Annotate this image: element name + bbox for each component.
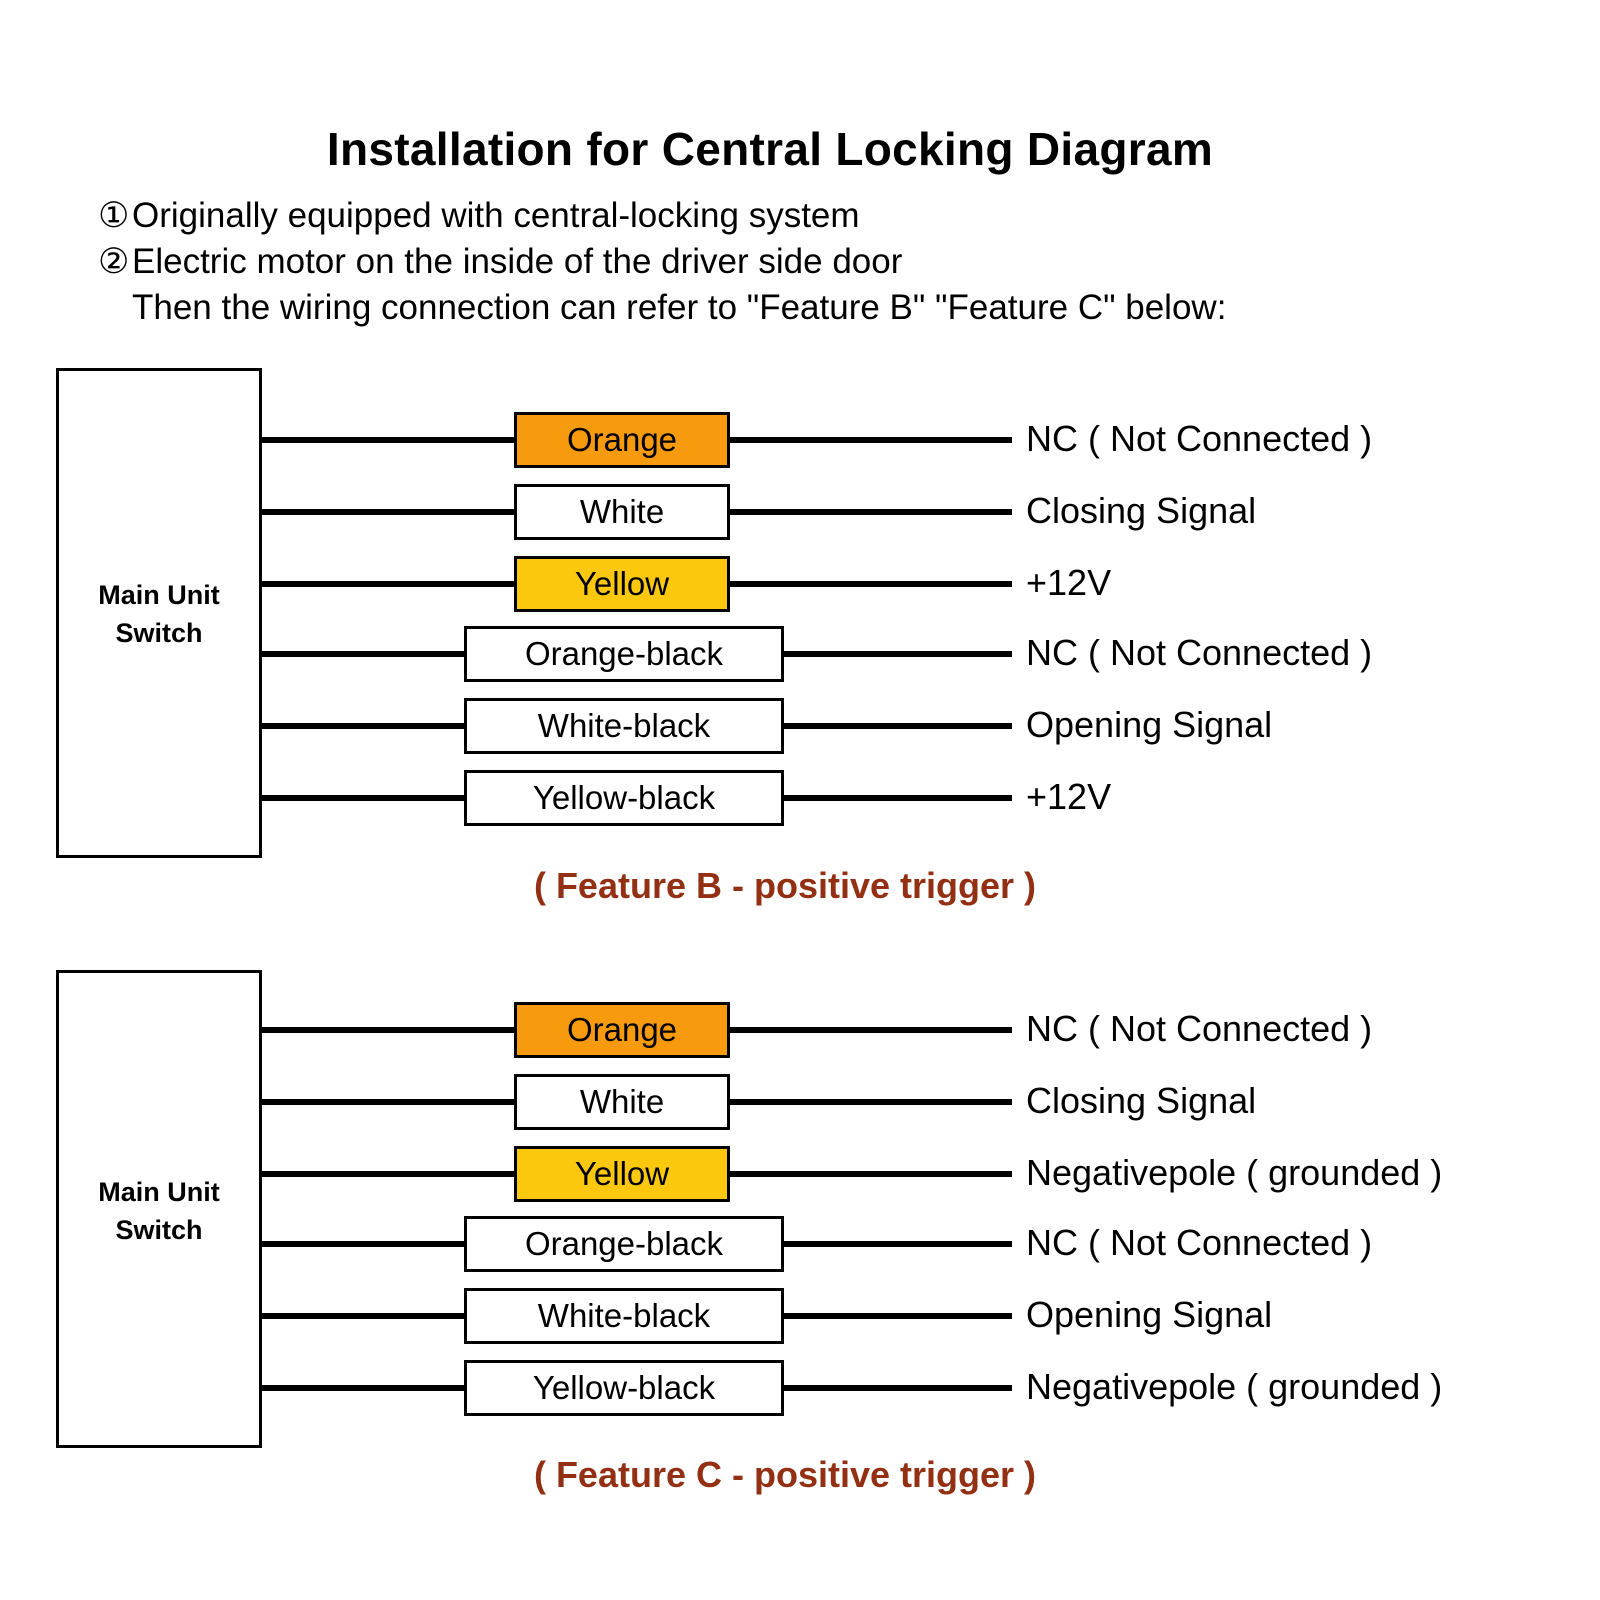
wire-label-orange-black: Orange-black <box>464 626 784 682</box>
note-marker: ① <box>98 196 130 235</box>
wire-function-label: Closing Signal <box>1026 490 1257 531</box>
wire-segment-right <box>781 1313 1012 1319</box>
wire-segment-right <box>727 581 1012 587</box>
wire-label-orange: Orange <box>514 412 730 468</box>
wire-segment-right <box>727 1099 1012 1105</box>
note-item: Then the wiring connection can refer to … <box>98 285 1226 331</box>
wire-label-white-black: White-black <box>464 698 784 754</box>
wire-function-label: Negativepole ( grounded ) <box>1026 1366 1443 1407</box>
wire-function-label: NC ( Not Connected ) <box>1026 632 1373 673</box>
wire-segment-left <box>262 509 517 515</box>
wire-function-label: Negativepole ( grounded ) <box>1026 1152 1443 1193</box>
wire-label-white-black: White-black <box>464 1288 784 1344</box>
wire-label-orange-black: Orange-black <box>464 1216 784 1272</box>
wire-function-label: Opening Signal <box>1026 704 1273 745</box>
wire-function-label: NC ( Not Connected ) <box>1026 1008 1373 1049</box>
wire-segment-right <box>727 509 1012 515</box>
wire-segment-right <box>781 795 1012 801</box>
wire-function-label: NC ( Not Connected ) <box>1026 418 1373 459</box>
wire-segment-left <box>262 581 517 587</box>
wire-function-label: +12V <box>1026 562 1112 603</box>
main-unit-label: Main Unit Switch <box>98 1177 220 1245</box>
wire-label-yellow-black: Yellow-black <box>464 1360 784 1416</box>
page-title: Installation for Central Locking Diagram <box>326 123 1214 175</box>
wire-segment-right <box>727 1027 1012 1033</box>
wire-label-yellow-black: Yellow-black <box>464 770 784 826</box>
wire-segment-left <box>262 437 517 443</box>
main-unit-box: Main Unit Switch <box>56 368 262 858</box>
wire-segment-left <box>262 1313 467 1319</box>
wire-label-yellow: Yellow <box>514 1146 730 1202</box>
wire-segment-right <box>781 1385 1012 1391</box>
wire-function-label: Opening Signal <box>1026 1294 1273 1335</box>
wire-label-orange: Orange <box>514 1002 730 1058</box>
wire-segment-right <box>781 651 1012 657</box>
wire-segment-left <box>262 1027 517 1033</box>
wire-label-yellow: Yellow <box>514 556 730 612</box>
wire-function-label: Closing Signal <box>1026 1080 1257 1121</box>
main-unit-label: Main Unit Switch <box>98 580 220 648</box>
wire-segment-left <box>262 1385 467 1391</box>
wire-segment-right <box>781 1241 1012 1247</box>
wire-function-label: NC ( Not Connected ) <box>1026 1222 1373 1263</box>
wire-segment-left <box>262 723 467 729</box>
note-text: Electric motor on the inside of the driv… <box>132 242 903 281</box>
wire-segment-right <box>781 723 1012 729</box>
wire-function-label: +12V <box>1026 776 1112 817</box>
wire-segment-left <box>262 1241 467 1247</box>
wire-label-white: White <box>514 484 730 540</box>
note-text: Then the wiring connection can refer to … <box>132 288 1227 327</box>
wire-segment-left <box>262 1171 517 1177</box>
note-item: ①Originally equipped with central-lockin… <box>98 193 1226 239</box>
note-text: Originally equipped with central-locking… <box>132 196 860 235</box>
wire-segment-right <box>727 1171 1012 1177</box>
wire-segment-right <box>727 437 1012 443</box>
wire-label-white: White <box>514 1074 730 1130</box>
block-caption: ( Feature C - positive trigger ) <box>533 1454 1037 1495</box>
note-item: ②Electric motor on the inside of the dri… <box>98 239 1226 285</box>
note-marker: ② <box>98 242 130 281</box>
wire-segment-left <box>262 651 467 657</box>
wire-segment-left <box>262 1099 517 1105</box>
wire-segment-left <box>262 795 467 801</box>
main-unit-box: Main Unit Switch <box>56 970 262 1448</box>
notes-list: ①Originally equipped with central-lockin… <box>98 193 1226 331</box>
block-caption: ( Feature B - positive trigger ) <box>533 865 1037 906</box>
